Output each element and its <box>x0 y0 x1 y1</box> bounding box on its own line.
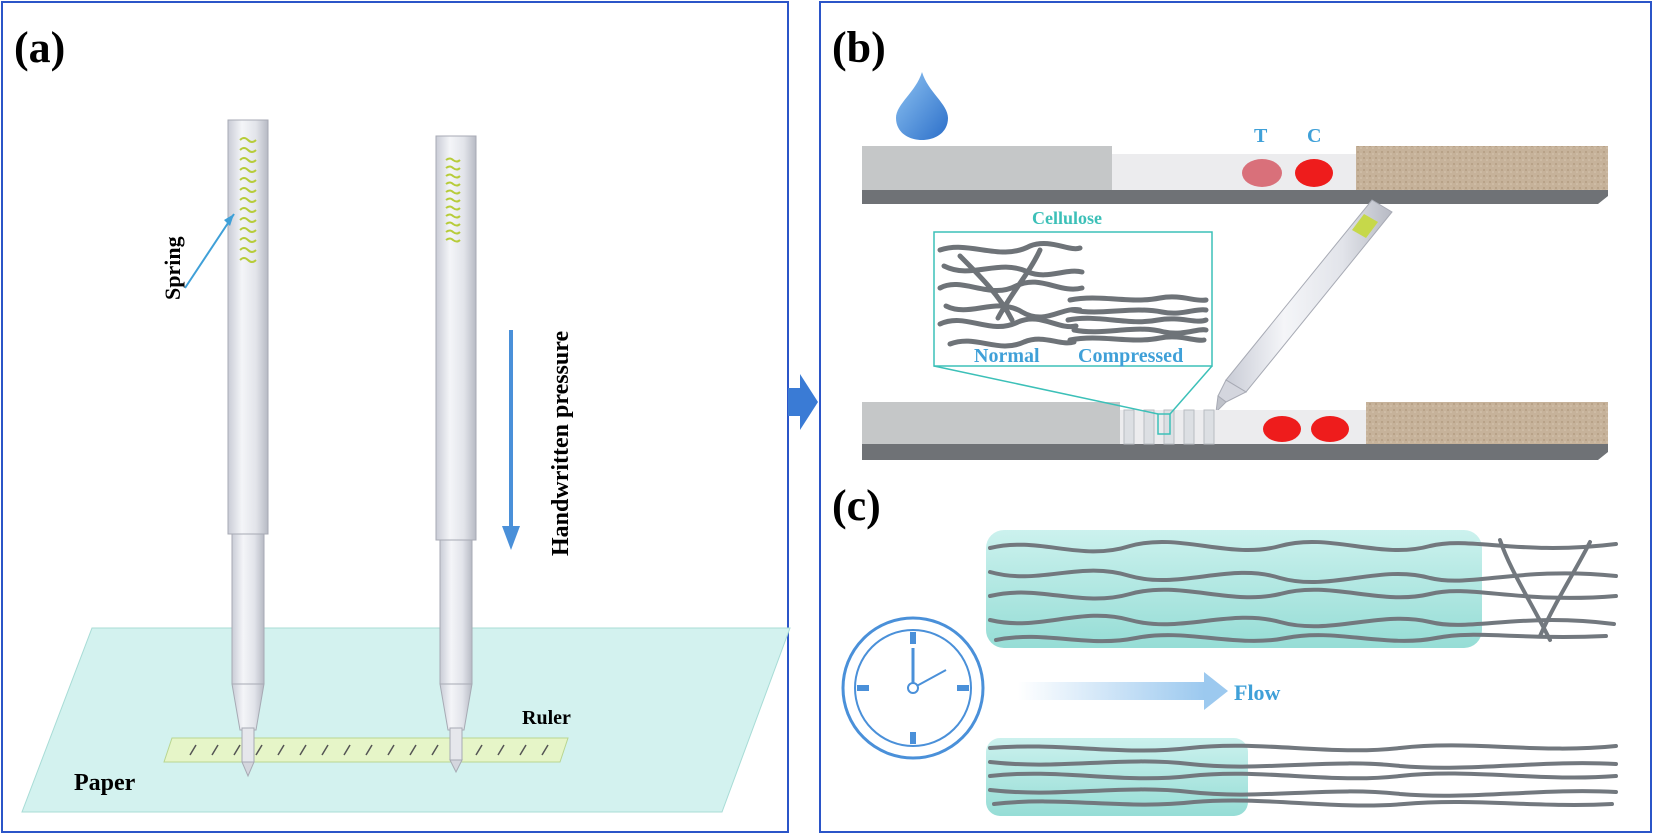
pressure-label: Handwritten pressure <box>548 331 574 556</box>
t-label: T <box>1254 125 1268 147</box>
test-line-dot <box>1242 159 1282 187</box>
flow-arrow-icon <box>1018 672 1228 710</box>
spring-icon <box>184 213 235 289</box>
connector-arrow-icon <box>788 374 818 430</box>
control-line-dot <box>1295 159 1333 187</box>
fiber-bundle-normal <box>986 530 1618 648</box>
clock-icon <box>841 616 985 760</box>
droplet-icon <box>896 72 948 140</box>
panel-c-label: (c) <box>832 481 881 530</box>
paper-label: Paper <box>74 770 136 796</box>
control-line-dot-2 <box>1311 416 1349 442</box>
compressed-label: Compressed <box>1078 345 1183 367</box>
normal-label: Normal <box>974 345 1040 367</box>
test-strip-top <box>862 146 1608 204</box>
test-line-dot-2 <box>1263 416 1301 442</box>
ruler-label: Ruler <box>522 707 571 729</box>
spring-label: Spring <box>160 236 185 300</box>
cellulose-label: Cellulose <box>1032 208 1102 228</box>
fiber-bundle-compressed <box>986 738 1618 816</box>
pen-1 <box>227 119 269 778</box>
c-label: C <box>1307 125 1321 147</box>
paper-sheet <box>21 627 791 813</box>
pressure-arrow-icon <box>502 330 520 550</box>
test-strip-bottom <box>862 402 1608 460</box>
pen-2 <box>435 135 477 774</box>
cellulose-zoom <box>933 231 1213 435</box>
ruler-ticks <box>189 744 549 756</box>
panel-b-label: (b) <box>832 23 886 72</box>
ruler <box>163 737 569 763</box>
panel-bc-frame <box>819 1 1652 833</box>
panel-a-frame <box>1 1 789 833</box>
flow-label: Flow <box>1234 680 1281 705</box>
panel-a-label: (a) <box>14 23 65 72</box>
diagonal-pen <box>1215 199 1393 414</box>
